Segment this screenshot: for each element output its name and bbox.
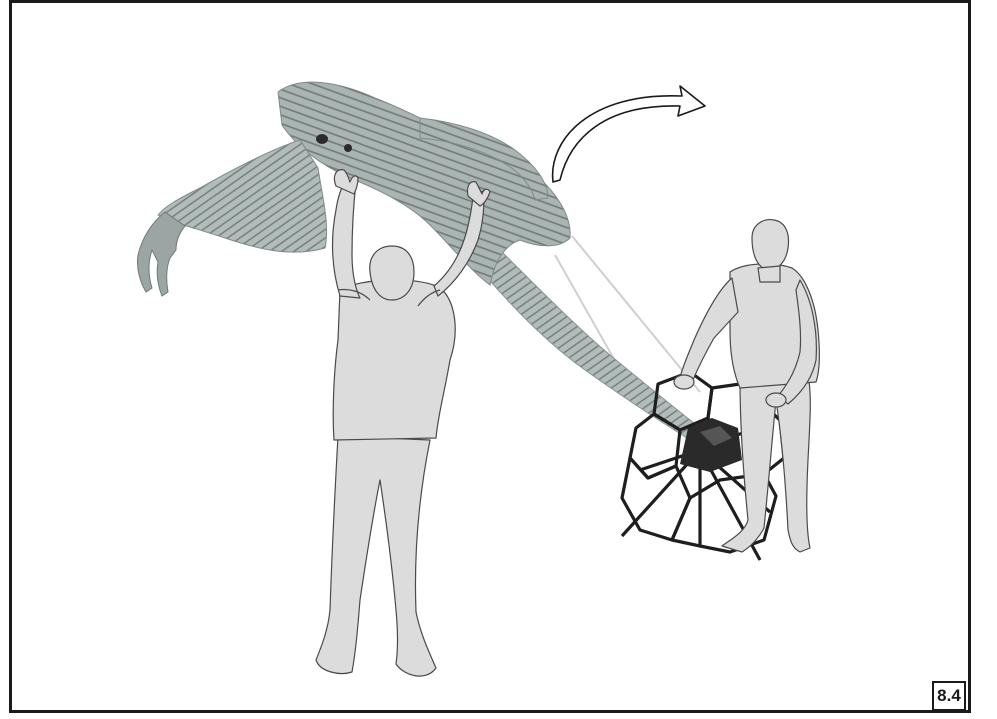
person-left [316,170,490,676]
curved-rotation-arrow-icon [553,86,705,182]
figure-number-label: 8.4 [932,681,966,711]
